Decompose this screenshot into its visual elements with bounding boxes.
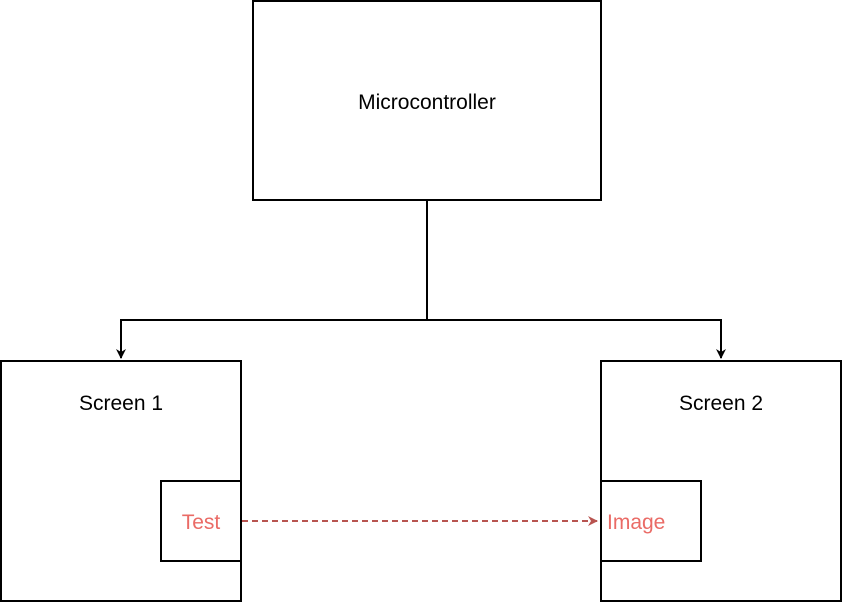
node-image[interactable]: Image [600,480,702,562]
screen-2-label: Screen 2 [679,392,763,415]
test-label: Test [182,511,221,534]
screen-1-label: Screen 1 [79,392,163,415]
edges [116,200,726,526]
microcontroller-label: Microcontroller [358,91,496,114]
edge-to-screen2 [427,319,726,359]
image-label: Image [607,511,665,534]
edge-to-screen1 [116,319,427,359]
node-test[interactable]: Test [160,480,242,562]
node-microcontroller[interactable]: Microcontroller [252,0,602,201]
